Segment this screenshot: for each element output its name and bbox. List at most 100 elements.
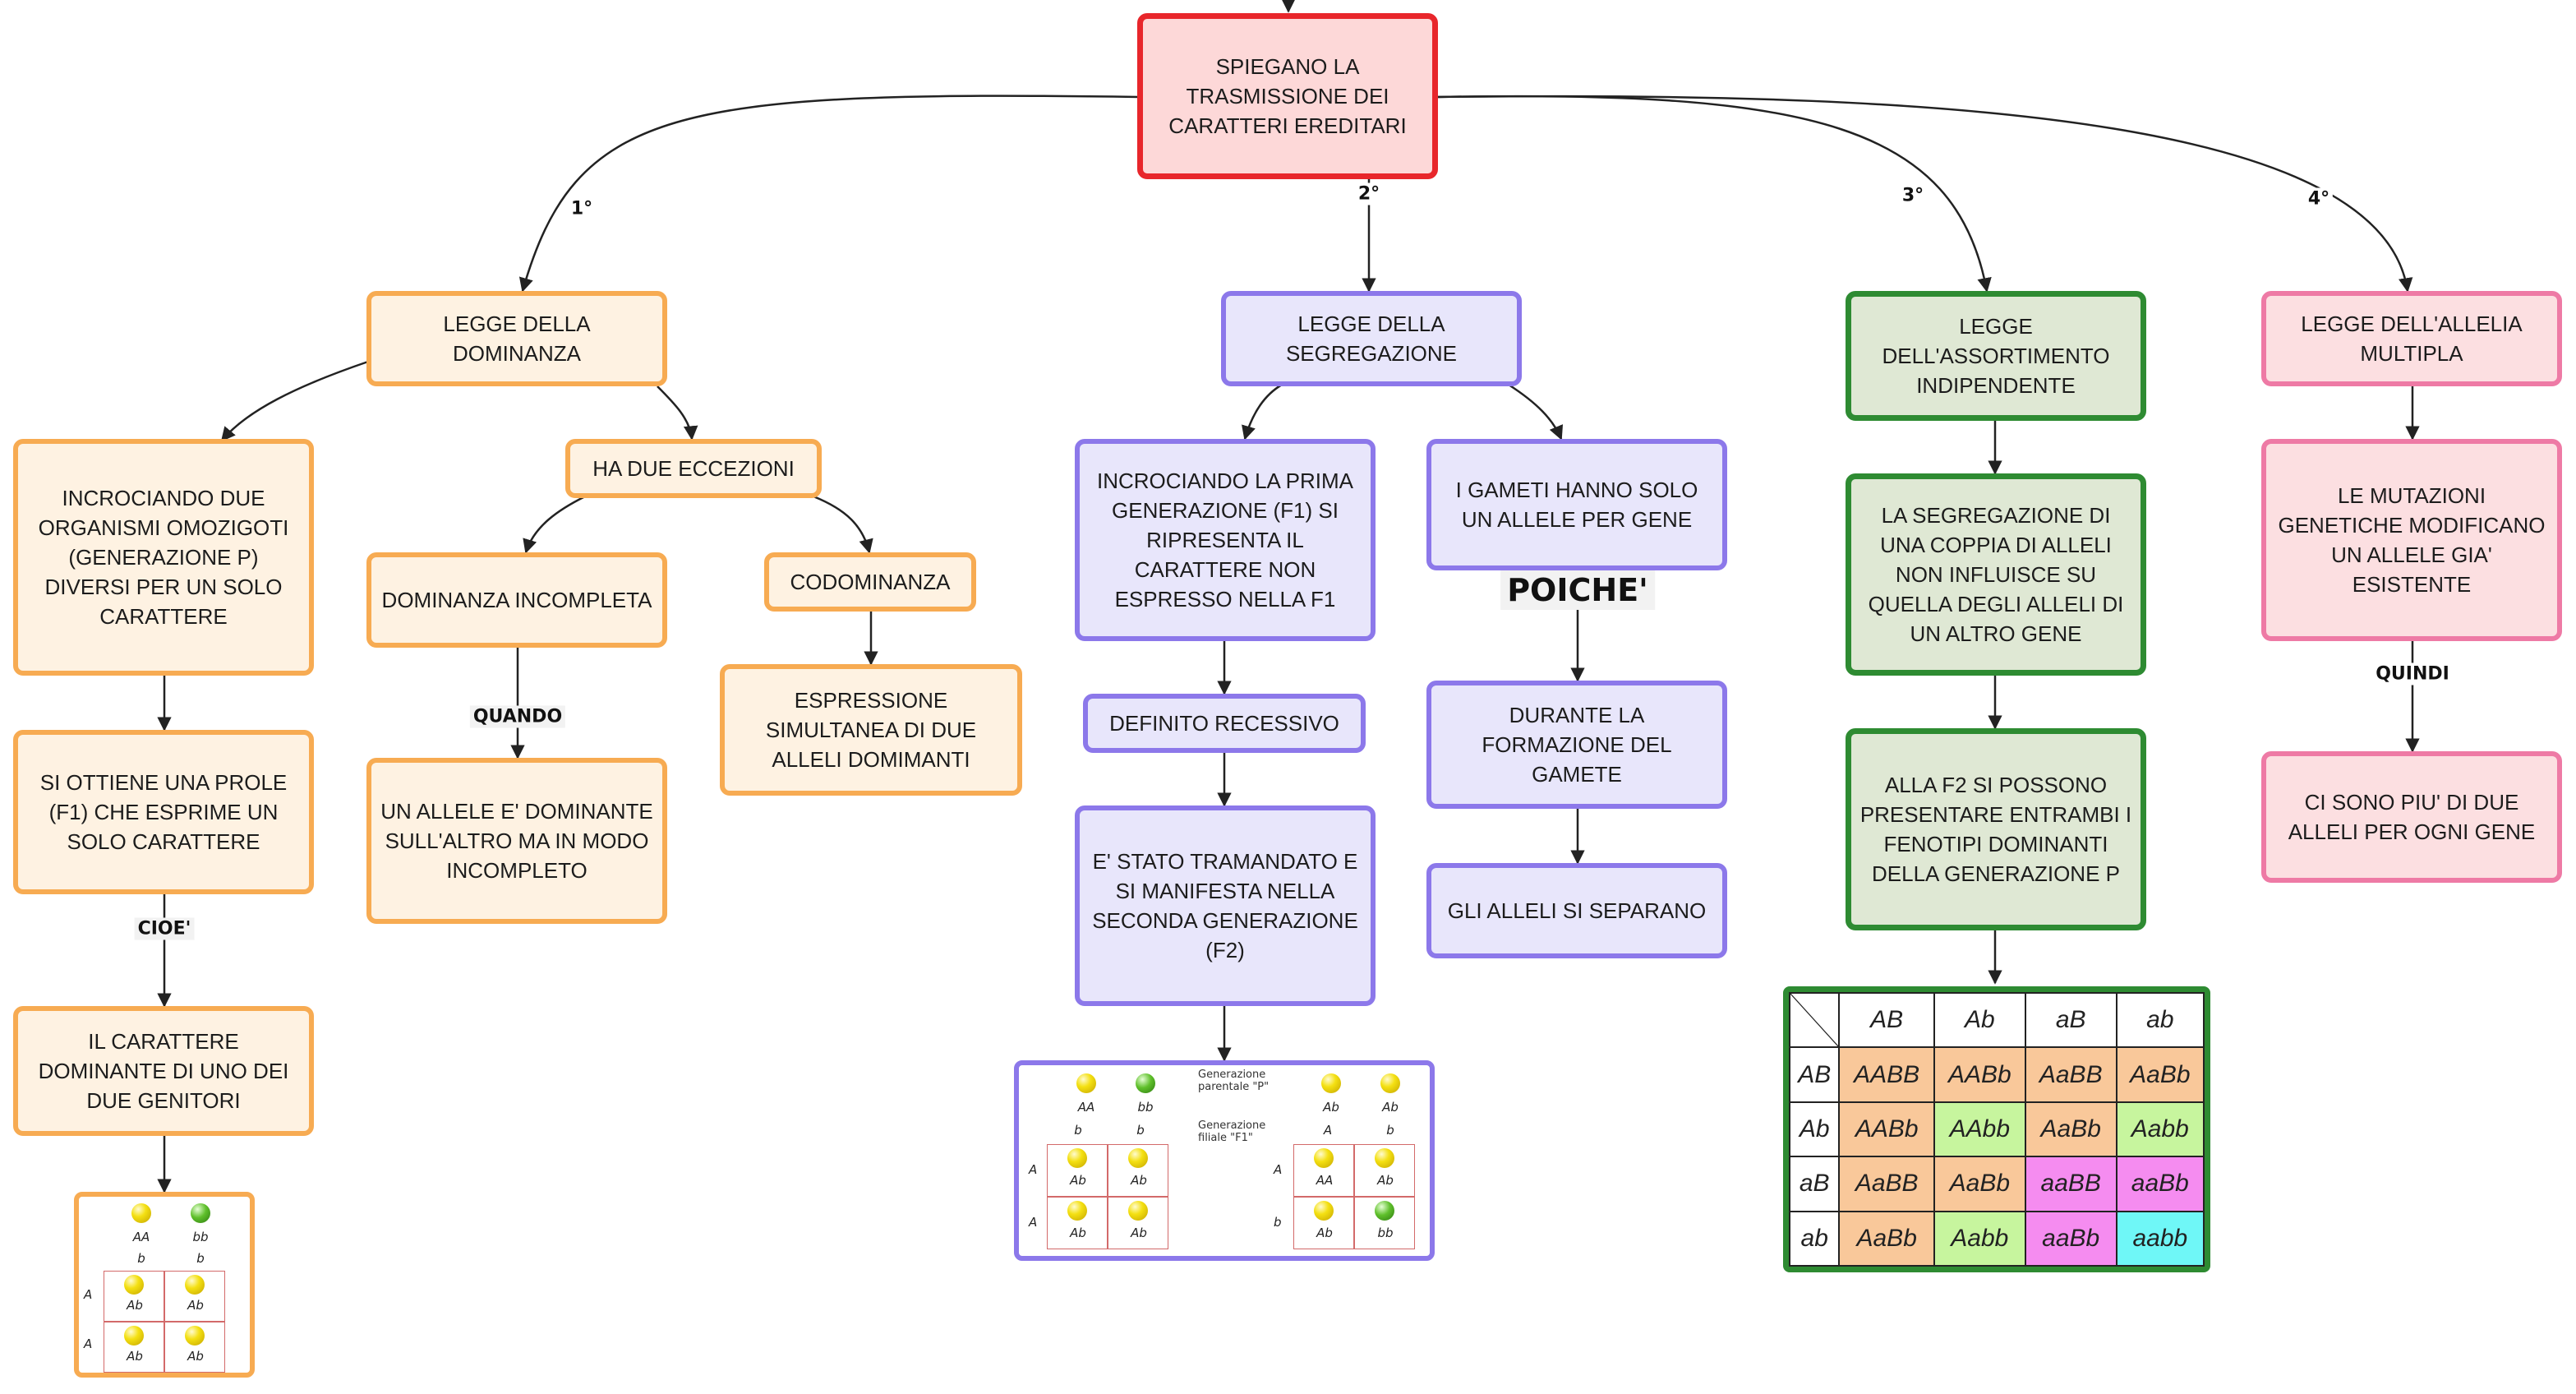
punnett-row-label: Ab bbox=[1788, 1101, 1841, 1158]
cell-ball bbox=[1314, 1201, 1334, 1221]
punnett-row-label: ab bbox=[1788, 1210, 1841, 1267]
parent-ball-yellow bbox=[1380, 1073, 1400, 1093]
independent-segregation-node[interactable]: LA SEGREGAZIONE DI UNA COPPIA DI ALLELI … bbox=[1846, 473, 2146, 676]
branch-label-3: 3° bbox=[1898, 184, 1928, 207]
cell-ball bbox=[185, 1326, 205, 1346]
crossing-homozygous-text: INCROCIANDO DUE ORGANISMI OMOZIGOTI (GEN… bbox=[38, 486, 289, 629]
law-multiple-alleles-node[interactable]: LEGGE DELL'ALLELIA MULTIPLA bbox=[2261, 291, 2562, 386]
more-alleles-text: CI SONO PIU' DI DUE ALLELI PER OGNI GENE bbox=[2288, 790, 2536, 844]
gamete-formation-text: DURANTE LA FORMAZIONE DEL GAMETE bbox=[1482, 703, 1672, 787]
cross-cell: Ab bbox=[164, 1271, 225, 1322]
cell-ball bbox=[124, 1275, 144, 1295]
gametes-node[interactable]: I GAMETI HANNO SOLO UN ALLELE PER GENE bbox=[1426, 439, 1727, 570]
diagonal-line bbox=[1790, 994, 1839, 1047]
simultaneous-expression-node[interactable]: ESPRESSIONE SIMULTANEA DI DUE ALLELI DOM… bbox=[720, 664, 1022, 796]
simultaneous-expression-text: ESPRESSIONE SIMULTANEA DI DUE ALLELI DOM… bbox=[765, 688, 977, 772]
parent-genotype-1: Ab bbox=[1323, 1100, 1339, 1115]
independent-segregation-text: LA SEGREGAZIONE DI UNA COPPIA DI ALLELI … bbox=[1868, 503, 2124, 646]
cell-ball bbox=[124, 1326, 144, 1346]
punnett-header-cell: Ab bbox=[1933, 991, 2026, 1049]
law-dominance-node[interactable]: LEGGE DELLA DOMINANZA bbox=[366, 291, 667, 386]
crossing-f1-node[interactable]: INCROCIANDO LA PRIMA GENERAZIONE (F1) SI… bbox=[1075, 439, 1376, 641]
cross-cell: Ab bbox=[104, 1322, 164, 1373]
branch-label-4: 4° bbox=[2304, 187, 2334, 210]
crossing-f1-text: INCROCIANDO LA PRIMA GENERAZIONE (F1) SI… bbox=[1096, 469, 1354, 612]
punnett-table: AB Ab aB ab AB AABB AABb AaBB AaBb Ab AA… bbox=[1788, 991, 2205, 1267]
more-alleles-node[interactable]: CI SONO PIU' DI DUE ALLELI PER OGNI GENE bbox=[2261, 751, 2562, 883]
punnett-cell: AaBB bbox=[2024, 1046, 2117, 1103]
law-segregation-text: LEGGE DELLA SEGREGAZIONE bbox=[1285, 312, 1458, 366]
law-assortment-node[interactable]: LEGGE DELL'ASSORTIMENTO INDIPENDENTE bbox=[1846, 291, 2146, 421]
punnett-row: Ab AABb AAbb AaBb Aabb bbox=[1788, 1101, 2205, 1158]
punnett-cell: AAbb bbox=[1933, 1101, 2026, 1158]
law-dominance-text: LEGGE DELLA DOMINANZA bbox=[443, 312, 591, 366]
cell-genotype: Ab bbox=[1131, 1173, 1147, 1188]
incomplete-dominance-node[interactable]: DOMINANZA INCOMPLETA bbox=[366, 552, 667, 648]
punnett-cell: aaBB bbox=[2024, 1156, 2117, 1212]
codominance-node[interactable]: CODOMINANZA bbox=[764, 552, 976, 612]
recessive-node[interactable]: DEFINITO RECESSIVO bbox=[1083, 694, 1366, 753]
alleles-separate-text: GLI ALLELI SI SEPARANO bbox=[1447, 898, 1707, 923]
cross-cell: Ab bbox=[1293, 1197, 1354, 1249]
row-label-1: A bbox=[84, 1287, 93, 1302]
second-generation-node[interactable]: E' STATO TRAMANDATO E SI MANIFESTA NELLA… bbox=[1075, 805, 1376, 1006]
cell-ball bbox=[1375, 1201, 1394, 1221]
incomplete-allele-node[interactable]: UN ALLELE E' DOMINANTE SULL'ALTRO MA IN … bbox=[366, 758, 667, 924]
alleles-separate-node[interactable]: GLI ALLELI SI SEPARANO bbox=[1426, 863, 1727, 958]
parent-genotype-1: AA bbox=[1077, 1100, 1095, 1115]
dominant-trait-node[interactable]: IL CARATTERE DOMINANTE DI UNO DEI DUE GE… bbox=[13, 1006, 314, 1136]
punnett-cell: AaBb bbox=[1933, 1156, 2026, 1212]
punnett-square: AB Ab aB ab AB AABB AABb AaBB AaBb Ab AA… bbox=[1783, 986, 2210, 1272]
branch-label-2: 2° bbox=[1354, 182, 1384, 205]
punnett-cell: AABb bbox=[1838, 1101, 1935, 1158]
cell-genotype: Ab bbox=[1131, 1226, 1147, 1240]
cross-cell: Ab bbox=[1108, 1144, 1168, 1197]
row-label-2: A bbox=[1029, 1215, 1038, 1230]
quindi-label: QUINDI bbox=[2372, 662, 2453, 685]
punnett-cell: aabb bbox=[2115, 1210, 2205, 1267]
cell-ball bbox=[1128, 1201, 1148, 1221]
cell-ball bbox=[1128, 1148, 1148, 1168]
punnett-cell: AaBB bbox=[1838, 1156, 1935, 1212]
row-label-1: A bbox=[1274, 1162, 1283, 1177]
note-parental-generation: Generazione parentale "P" bbox=[1198, 1069, 1270, 1093]
law-segregation-node[interactable]: LEGGE DELLA SEGREGAZIONE bbox=[1221, 291, 1522, 386]
parent-genotype-1: AA bbox=[132, 1230, 150, 1244]
quando-label: QUANDO bbox=[469, 705, 566, 728]
recessive-text: DEFINITO RECESSIVO bbox=[1109, 711, 1339, 736]
row-label-2: b bbox=[1274, 1215, 1282, 1230]
cell-genotype: Ab bbox=[1070, 1226, 1086, 1240]
parent-genotype-2: Ab bbox=[1382, 1100, 1399, 1115]
gamete-label-2: b bbox=[1386, 1123, 1394, 1138]
parent-genotype-2: bb bbox=[1137, 1100, 1154, 1115]
mutations-text: LE MUTAZIONI GENETICHE MODIFICANO UN ALL… bbox=[2278, 483, 2546, 597]
cross-diagram-segregation: AA bb b b A A Ab Ab Ab Ab Generazione pa… bbox=[1014, 1060, 1435, 1261]
offspring-f1-text: SI OTTIENE UNA PROLE (F1) CHE ESPRIME UN… bbox=[39, 770, 288, 854]
mutations-node[interactable]: LE MUTAZIONI GENETICHE MODIFICANO UN ALL… bbox=[2261, 439, 2562, 641]
root-node[interactable]: SPIEGANO LA TRASMISSIONE DEI CARATTERI E… bbox=[1137, 13, 1438, 179]
poiche-label: POICHE' bbox=[1500, 570, 1655, 610]
second-generation-text: E' STATO TRAMANDATO E SI MANIFESTA NELLA… bbox=[1092, 849, 1358, 962]
two-exceptions-node[interactable]: HA DUE ECCEZIONI bbox=[565, 439, 822, 498]
punnett-cell: AaBb bbox=[2024, 1101, 2117, 1158]
cell-genotype: Ab bbox=[1070, 1173, 1086, 1188]
punnett-cell: AaBb bbox=[1838, 1210, 1935, 1267]
parent-ball-yellow bbox=[131, 1203, 151, 1223]
cell-genotype: Ab bbox=[187, 1298, 204, 1313]
parent-genotype-2: bb bbox=[192, 1230, 209, 1244]
incomplete-dominance-text: DOMINANZA INCOMPLETA bbox=[381, 588, 652, 612]
note-filial-generation: Generazione filiale "F1" bbox=[1198, 1119, 1266, 1144]
codominance-text: CODOMINANZA bbox=[790, 570, 951, 594]
cell-ball bbox=[1375, 1148, 1394, 1168]
crossing-homozygous-node[interactable]: INCROCIANDO DUE ORGANISMI OMOZIGOTI (GEN… bbox=[13, 439, 314, 676]
gamete-formation-node[interactable]: DURANTE LA FORMAZIONE DEL GAMETE bbox=[1426, 681, 1727, 809]
cell-ball bbox=[185, 1275, 205, 1295]
cell-genotype: Ab bbox=[1377, 1173, 1394, 1188]
cross-cell: Ab bbox=[1108, 1197, 1168, 1249]
row-label-2: A bbox=[84, 1336, 93, 1351]
punnett-row-label: aB bbox=[1788, 1156, 1841, 1212]
cross-cell: AA bbox=[1293, 1144, 1354, 1197]
offspring-f1-node[interactable]: SI OTTIENE UNA PROLE (F1) CHE ESPRIME UN… bbox=[13, 730, 314, 894]
punnett-header-cell: ab bbox=[2115, 991, 2205, 1049]
f2-phenotypes-node[interactable]: ALLA F2 SI POSSONO PRESENTARE ENTRAMBI I… bbox=[1846, 728, 2146, 930]
